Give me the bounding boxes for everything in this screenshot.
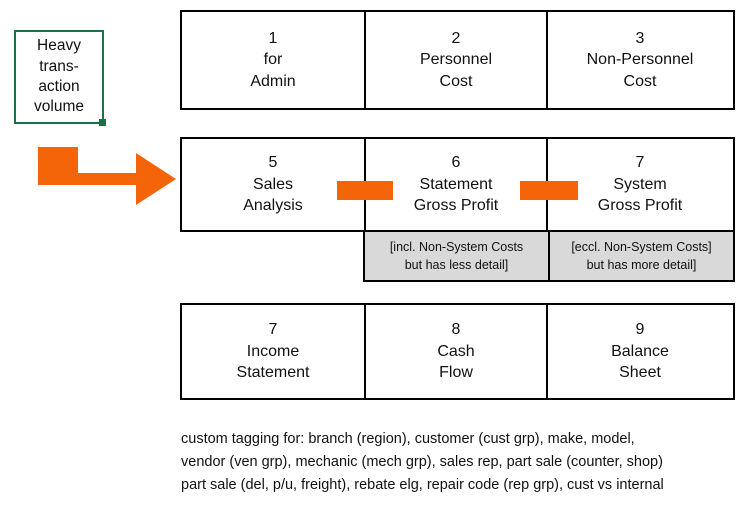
cell-line-1: Personnel [419, 51, 493, 69]
note-strip: [incl. Non-System Costs but has less det… [363, 232, 735, 282]
cell-line-2: Gross Profit [413, 197, 499, 215]
cell-number: 9 [635, 321, 645, 339]
connector-5-to-6 [337, 181, 393, 200]
note-gross-profit-statement: [incl. Non-System Costs but has less det… [365, 232, 548, 280]
source-text-box[interactable]: Heavy trans- action volume [14, 30, 104, 124]
footer-line-3: part sale (del, p/u, freight), rebate el… [181, 476, 664, 493]
footer-line-1: custom tagging for: branch (region), cus… [181, 431, 635, 447]
cell-line-2: Statement [236, 364, 310, 382]
grid-cell-3[interactable]: 3 Non-Personnel Cost [546, 12, 732, 108]
source-line-1: Heavy [37, 37, 81, 55]
cell-number: 3 [635, 29, 645, 47]
cell-line-1: Balance [611, 342, 669, 360]
cell-number: 2 [451, 29, 461, 47]
grid-cell-9[interactable]: 9 Balance Sheet [546, 305, 732, 398]
footer-custom-tagging-text: custom tagging for: branch (region), cus… [181, 428, 741, 497]
cell-line-2: Sheet [619, 364, 661, 382]
source-line-4: volume [34, 98, 84, 116]
cell-line-2: Cost [623, 72, 657, 90]
cell-line-1: Income [246, 342, 300, 360]
cell-line-2: Analysis [243, 197, 303, 215]
grid-middle: 5 Sales Analysis 6 Statement Gross Profi… [180, 137, 735, 232]
source-line-3: action [38, 78, 80, 95]
cell-line-2: Cost [439, 72, 473, 90]
grid-cell-7-income[interactable]: 7 Income Statement [182, 305, 364, 398]
cell-number: 7 [268, 321, 278, 339]
note-line-2: but has less detail] [404, 258, 509, 272]
grid-cell-8[interactable]: 8 Cash Flow [364, 305, 546, 398]
cell-line-1: Statement [419, 175, 493, 193]
source-box-resize-handle[interactable] [99, 119, 106, 126]
cell-number: 1 [268, 29, 278, 47]
source-line-2: trans- [39, 57, 79, 75]
connector-6-to-7 [520, 181, 578, 200]
footer-line-2: vendor (ven grp), mechanic (mech grp), s… [181, 453, 663, 470]
cell-line-2: Flow [439, 364, 473, 382]
cell-number: 5 [268, 154, 278, 172]
note-line-1: [incl. Non-System Costs [389, 239, 524, 254]
grid-cell-1[interactable]: 1 for Admin [182, 12, 364, 108]
cell-line-2: Gross Profit [597, 197, 683, 215]
grid-top: 1 for Admin 2 Personnel Cost 3 Non-Perso… [180, 10, 735, 110]
cell-line-2: Admin [250, 72, 296, 90]
cell-line-1: System [613, 175, 667, 193]
note-line-2: but has more detail] [586, 258, 697, 272]
cell-line-1: Cash [437, 342, 475, 360]
grid-bottom: 7 Income Statement 8 Cash Flow 9 Balance… [180, 303, 735, 400]
grid-cell-5[interactable]: 5 Sales Analysis [182, 139, 364, 230]
note-gross-profit-system: [eccl. Non-System Costs] but has more de… [548, 232, 733, 280]
cell-number: 6 [451, 154, 461, 172]
grid-cell-2[interactable]: 2 Personnel Cost [364, 12, 546, 108]
cell-line-1: Non-Personnel [586, 51, 694, 69]
grid-cell-7-system[interactable]: 7 System Gross Profit [546, 139, 732, 230]
bent-arrow-right-icon [38, 147, 176, 205]
note-line-1: [eccl. Non-System Costs] [571, 239, 712, 254]
cell-line-1: for [263, 51, 283, 69]
cell-number: 8 [451, 321, 461, 339]
cell-number: 7 [635, 154, 645, 172]
cell-line-1: Sales [252, 175, 294, 193]
